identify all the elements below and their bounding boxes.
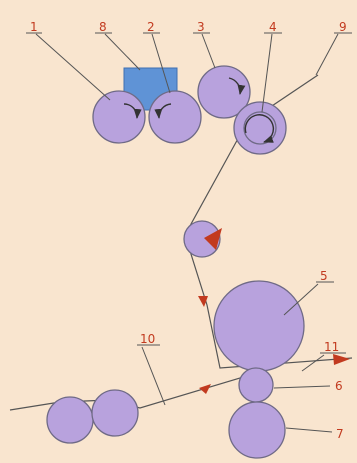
label-1: 1: [30, 20, 38, 34]
direction-arrows: [198, 228, 350, 394]
roll-6: [238, 367, 274, 403]
roll-guide: [183, 220, 221, 258]
label-4: 4: [269, 20, 277, 34]
curved-arrow-icon: [228, 77, 246, 95]
roll-4: [233, 101, 287, 155]
roll-10-right: [91, 389, 139, 437]
label-3: 3: [197, 20, 205, 34]
label-7: 7: [336, 427, 344, 441]
triangle-arrow-icon: [199, 384, 211, 394]
roll-3: [197, 65, 251, 119]
labels: 1 8 2 3 4 9 5 11 10 6 7: [30, 20, 347, 441]
curved-arrow-icon: [244, 114, 275, 143]
rotation-arrows: [123, 77, 275, 143]
label-6: 6: [335, 379, 343, 393]
label-11: 11: [324, 340, 339, 354]
roll-1: [92, 90, 146, 144]
roll-7: [228, 401, 286, 459]
triangle-arrow-icon: [198, 296, 208, 307]
roll-5: [213, 280, 305, 372]
curved-arrow-icon: [154, 103, 172, 119]
triangle-arrow-icon: [333, 354, 350, 365]
leader-lines: [26, 32, 352, 433]
roll-10-left: [46, 396, 94, 444]
curved-arrow-icon: [123, 103, 142, 119]
label-8: 8: [99, 20, 107, 34]
roll-4-inner: [243, 111, 277, 145]
rolls: [46, 65, 305, 459]
label-10: 10: [140, 332, 155, 346]
roll-2: [148, 90, 202, 144]
label-2: 2: [147, 20, 155, 34]
label-9: 9: [339, 20, 347, 34]
triangle-arrow-icon: [204, 228, 222, 250]
label-5: 5: [320, 269, 328, 283]
